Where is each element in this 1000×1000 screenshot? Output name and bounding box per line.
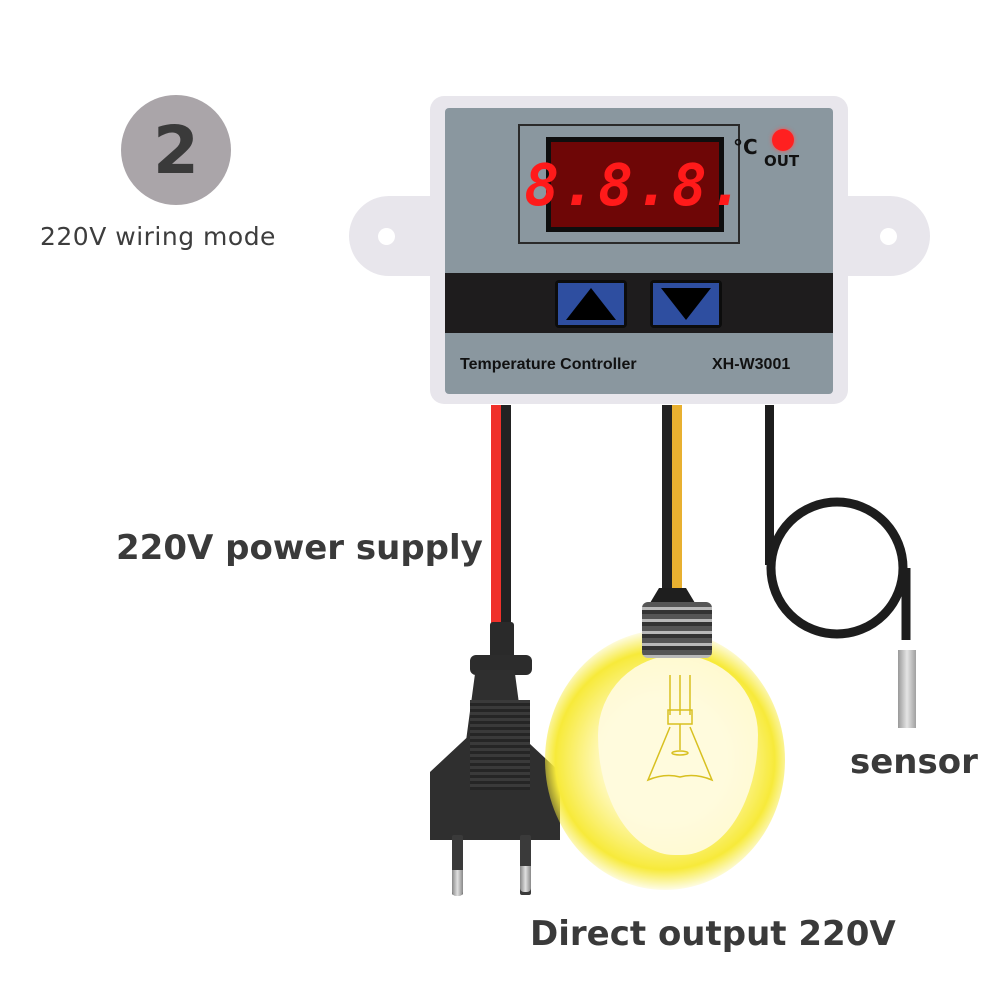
plug-grip-ribs xyxy=(470,700,530,790)
right-mounting-hole xyxy=(880,228,897,245)
triangle-down-icon xyxy=(661,288,711,320)
output-wire-yellow xyxy=(672,405,682,595)
triangle-up-icon xyxy=(566,288,616,320)
display-frame xyxy=(518,124,740,244)
step-number-badge: 2 xyxy=(121,95,231,205)
button-strip xyxy=(445,273,833,333)
left-mounting-hole xyxy=(378,228,395,245)
power-supply-label: 220V power supply xyxy=(116,528,483,568)
output-wire-black xyxy=(662,405,672,595)
wiring-mode-title: 220V wiring mode xyxy=(40,222,276,251)
led-display: 8.8.8. xyxy=(524,142,744,227)
product-name: Temperature Controller xyxy=(460,356,637,373)
plug-pin-tip-right xyxy=(520,866,531,892)
plug-pin-tip-left xyxy=(452,870,463,896)
bulb-base-cap xyxy=(650,588,695,603)
sensor-cable xyxy=(765,405,774,565)
up-button[interactable] xyxy=(555,280,627,328)
output-indicator-label: OUT xyxy=(764,152,800,170)
output-indicator-led-icon xyxy=(772,129,794,151)
power-wire-red xyxy=(491,405,501,630)
sensor-cable-loop xyxy=(766,497,911,640)
model-number: XH-W3001 xyxy=(712,356,791,373)
display-digits: 8.8.8. xyxy=(524,150,746,219)
plug-pin-right xyxy=(520,835,531,895)
output-label: Direct output 220V xyxy=(530,914,896,954)
power-wire-black xyxy=(501,405,511,630)
bulb-screw-base xyxy=(642,602,712,658)
temperature-probe-icon xyxy=(898,650,916,728)
plug-pin-left xyxy=(452,835,463,895)
sensor-label: sensor xyxy=(850,742,978,782)
celsius-unit-label: °C xyxy=(733,135,758,159)
bulb-filament-icon xyxy=(646,675,714,782)
down-button[interactable] xyxy=(650,280,722,328)
